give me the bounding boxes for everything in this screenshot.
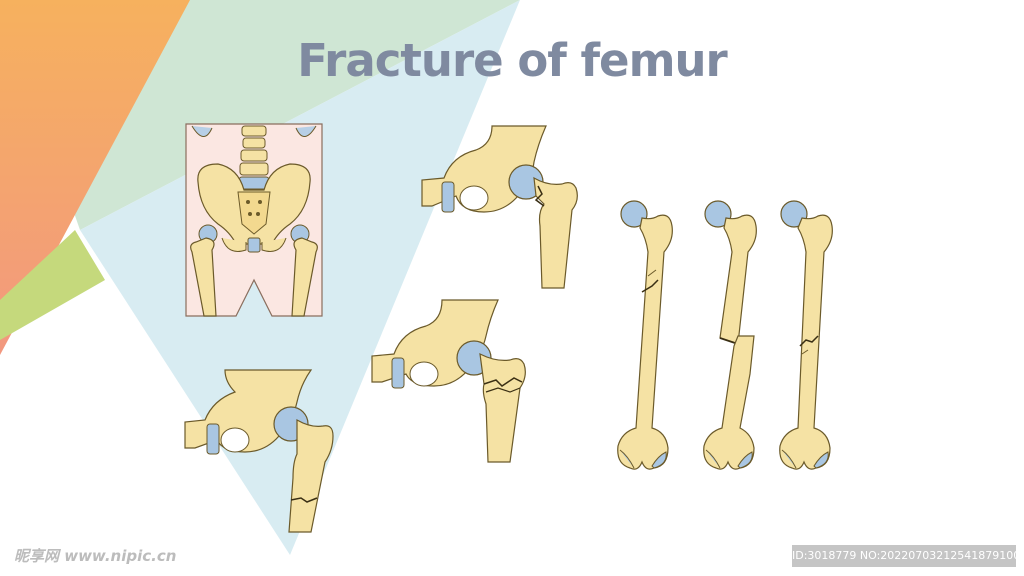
hip-subtrochanteric-fracture-illustration	[184, 369, 334, 533]
femur-shaft-oblique-fracture-illustration	[617, 200, 673, 470]
watermark-id: ID:3018779 NO:20220703212541879100	[792, 545, 1020, 567]
femur-shaft-complete-fracture-illustration	[703, 200, 757, 470]
pelvis-overview-illustration	[185, 123, 323, 317]
slide-title: Fracture of femur	[297, 34, 727, 87]
hip-neck-fracture-illustration	[421, 125, 578, 289]
femur-shaft-distal-fracture-illustration	[779, 200, 833, 470]
hip-intertrochanteric-fracture-illustration	[371, 299, 526, 463]
bg-lime-triangle	[0, 230, 105, 340]
watermark-site: 昵享网 www.nipic.cn	[14, 547, 177, 565]
